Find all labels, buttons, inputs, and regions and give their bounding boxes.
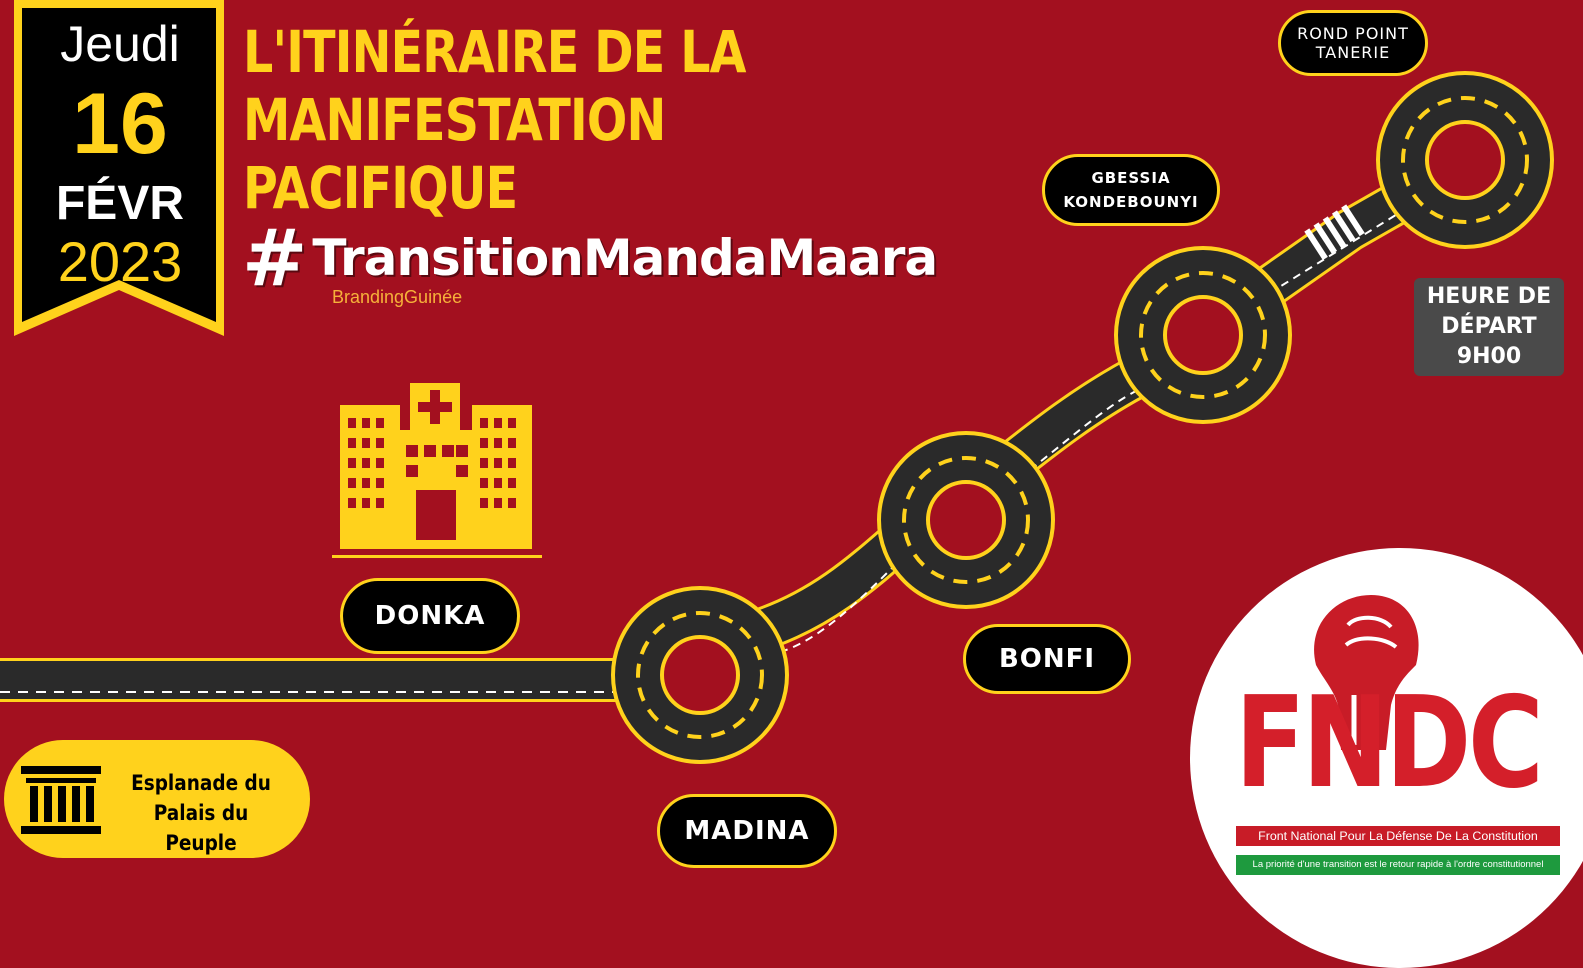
stop-bonfi: BONFI [963, 624, 1131, 694]
stop-tanerie-line1: ROND POINT [1297, 24, 1409, 43]
zebra-crossing [1304, 204, 1365, 261]
fndc-full-name: Front National Pour La Défense De La Con… [1236, 826, 1560, 846]
departure-line3: 9H00 [1456, 344, 1522, 369]
hashtag-credit: BrandingGuinée [332, 287, 463, 307]
road-map [0, 71, 1554, 764]
roundabout-bonfi [877, 431, 1055, 609]
stop-gbessia-kondebounyi: GBESSIA KONDEBOUNYI [1042, 154, 1220, 226]
date-year: 2023 [57, 230, 183, 293]
roundabout-madina [611, 586, 789, 764]
destination-text: Esplanade du Palais du Peuple [117, 768, 284, 858]
destination-line2: Palais du Peuple [153, 801, 249, 855]
title-line-1: L'ITINÉRAIRE DE LA [243, 18, 746, 86]
date-day: 16 [72, 76, 168, 172]
page-title: L'ITINÉRAIRE DE LA MANIFESTATION PACIFIQ… [243, 18, 866, 222]
helmet-mask-icon [1314, 595, 1419, 750]
date-month: FÉVR [55, 177, 184, 230]
hashtag-text: TransitionMandaMaara [312, 229, 938, 287]
hashtag: #TransitionMandaMaara [242, 220, 938, 298]
fndc-acronym: FNDC [1235, 669, 1544, 816]
stop-rond-point-tanerie: ROND POINT TANERIE [1278, 10, 1428, 76]
date-day-name: Jeudi [60, 16, 180, 72]
destination-line1: Esplanade du [131, 771, 271, 795]
departure-line1: HEURE DE [1426, 284, 1552, 309]
stop-gbessia-line1: GBESSIA [1091, 169, 1171, 187]
stop-madina: MADINA [657, 794, 837, 868]
departure-time: HEURE DE DÉPART 9H00 [1414, 278, 1564, 376]
stop-donka: DONKA [340, 578, 520, 654]
hospital-icon [332, 383, 542, 558]
stop-tanerie-line2: TANERIE [1315, 43, 1391, 62]
destination-esplanade: Esplanade du Palais du Peuple [4, 740, 310, 858]
stop-gbessia-line2: KONDEBOUNYI [1063, 193, 1199, 211]
hash-symbol: # [242, 214, 307, 304]
title-line-2: MANIFESTATION PACIFIQUE [243, 86, 666, 222]
fndc-slogan: La priorité d'une transition est le reto… [1236, 855, 1560, 875]
date-banner [14, 0, 224, 336]
roundabout-gbessia [1114, 246, 1292, 424]
palace-columns-icon [21, 766, 101, 834]
departure-line2: DÉPART [1441, 314, 1537, 339]
roundabout-tanerie [1376, 71, 1554, 249]
